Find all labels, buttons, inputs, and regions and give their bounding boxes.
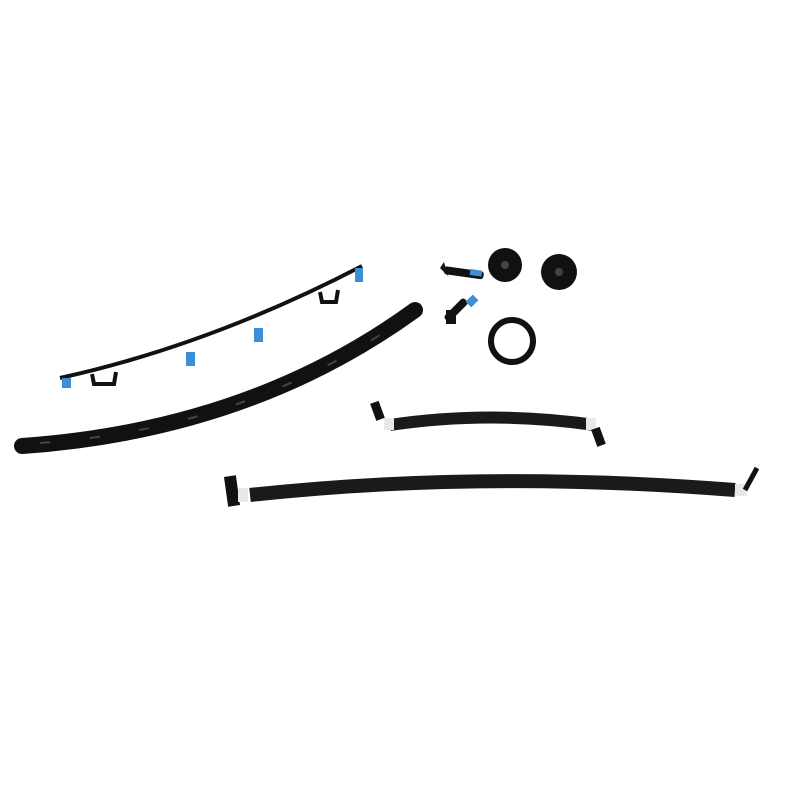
screw <box>440 262 484 280</box>
short-cord <box>370 400 606 447</box>
washer-hole <box>555 268 563 276</box>
blue-tab <box>254 328 263 342</box>
long-cord <box>223 466 760 507</box>
blue-tab <box>186 352 195 366</box>
washer-hole <box>501 261 509 269</box>
screw <box>444 294 479 324</box>
o-ring <box>488 317 536 365</box>
clip-strip <box>59 264 363 388</box>
blue-tab <box>355 268 363 282</box>
curved-channel <box>14 302 423 454</box>
clip-loop <box>318 289 340 304</box>
clip-loop <box>90 371 118 386</box>
blue-tab <box>62 378 71 388</box>
